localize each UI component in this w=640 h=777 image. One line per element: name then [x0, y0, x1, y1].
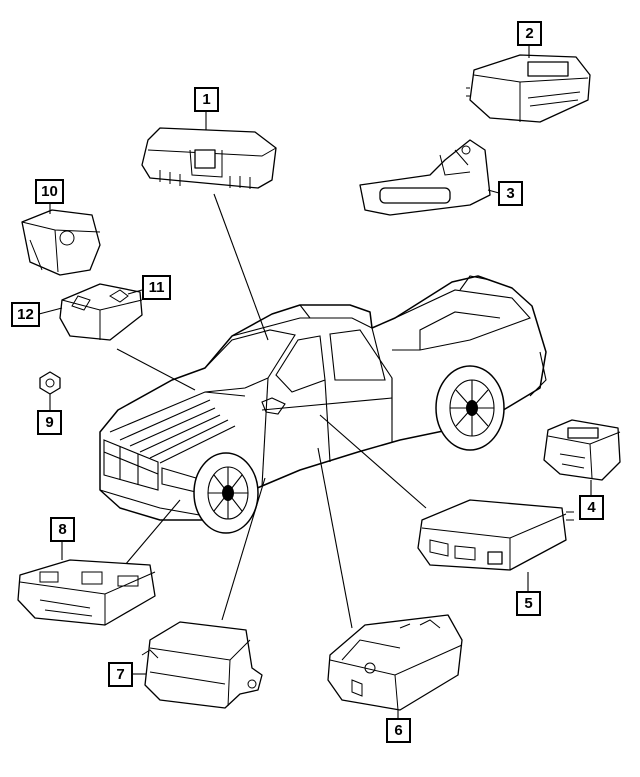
svg-text:3: 3 [506, 185, 514, 202]
svg-text:8: 8 [58, 521, 66, 538]
callout-2: 2 [517, 21, 542, 46]
callout-4: 4 [579, 495, 604, 520]
module-part-11-12 [59, 283, 143, 341]
callout-11: 11 [142, 275, 171, 300]
svg-text:6: 6 [394, 722, 402, 739]
leader-7 [221, 477, 266, 621]
module-part-5 [417, 499, 574, 571]
svg-text:11: 11 [149, 279, 165, 296]
module-part-1 [141, 127, 277, 189]
svg-text:9: 9 [45, 414, 53, 431]
svg-text:2: 2 [525, 25, 533, 42]
callout-5: 5 [516, 591, 541, 616]
nut-part-9 [39, 371, 61, 395]
svg-text:10: 10 [41, 183, 58, 200]
module-part-10 [21, 209, 101, 276]
leader-5 [319, 414, 427, 509]
callout-9: 9 [37, 410, 62, 435]
module-part-8 [17, 559, 156, 626]
pickup-truck [99, 275, 547, 534]
svg-text:7: 7 [116, 666, 124, 683]
callout-12: 12 [11, 302, 40, 327]
callout-7: 7 [108, 662, 133, 687]
module-part-6 [327, 614, 463, 711]
leader-12 [116, 348, 196, 391]
callout-1: 1 [194, 87, 219, 112]
leader-6 [317, 447, 353, 629]
module-part-3 [359, 139, 491, 216]
svg-text:12: 12 [17, 306, 34, 323]
module-part-2 [466, 54, 591, 123]
leader-1 [213, 193, 269, 341]
svg-text:1: 1 [202, 91, 210, 108]
leader-3 [487, 189, 500, 194]
leader-lines [116, 193, 427, 629]
svg-text:4: 4 [587, 499, 596, 516]
callout-3: 3 [498, 181, 523, 206]
module-part-4 [543, 419, 621, 481]
leader-12-stub [38, 307, 63, 315]
callout-8: 8 [50, 517, 75, 542]
module-part-7 [141, 621, 263, 709]
callout-10: 10 [35, 179, 64, 204]
callout-6: 6 [386, 718, 411, 743]
leader-8 [124, 499, 181, 566]
leader-11 [127, 289, 143, 295]
svg-text:5: 5 [524, 595, 532, 612]
